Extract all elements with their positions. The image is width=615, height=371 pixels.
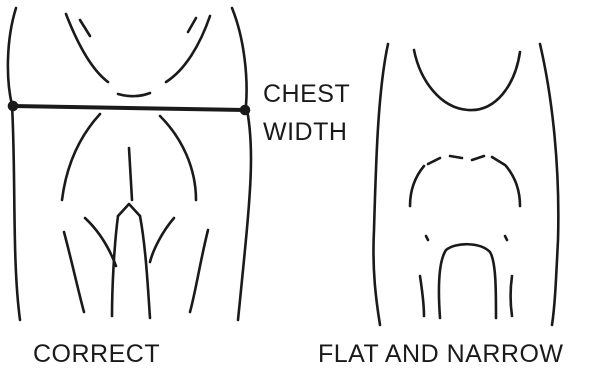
correct-shoulder-tick-left: [80, 20, 90, 36]
correct-chest-left-curve: [62, 114, 100, 200]
correct-right-body-outline: [232, 8, 251, 320]
correct-sternum-line: [129, 148, 132, 200]
flat-right-body-outline: [540, 44, 558, 325]
correct-left-body-outline: [8, 8, 20, 320]
flat-center-arch: [439, 244, 496, 318]
flat-chest-dash-3: [472, 156, 484, 160]
correct-chest-figure: [8, 8, 251, 320]
correct-neck-right: [166, 16, 210, 82]
chest-width-label-line2: WIDTH: [263, 120, 347, 145]
flat-abdomen-right-dot: [505, 236, 507, 240]
flat-chest-left-curve: [410, 166, 424, 206]
flat-chest-dash-4: [492, 157, 505, 165]
flat-right-leg-line: [511, 276, 513, 316]
flat-abdomen-left-dot: [426, 236, 428, 240]
correct-neck-base: [118, 93, 150, 96]
chest-width-measure-line: [13, 106, 245, 110]
correct-caption: CORRECT: [33, 342, 160, 367]
correct-left-leg-inner: [85, 218, 116, 266]
chest-width-right-end: [241, 106, 249, 114]
correct-left-leg-outer: [64, 232, 84, 312]
flat-chest-dash-2: [450, 156, 462, 158]
correct-right-leg-inner: [150, 218, 174, 262]
correct-neck-left: [66, 14, 108, 82]
correct-right-leg-outer: [190, 230, 208, 312]
flat-left-body-outline: [373, 44, 388, 325]
flat-neck-u: [414, 50, 520, 110]
correct-shoulder-tick-right: [188, 18, 196, 32]
flat-and-narrow-caption: FLAT AND NARROW: [318, 342, 564, 367]
flat-and-narrow-chest-figure: [373, 44, 558, 325]
correct-center-v-right: [140, 216, 150, 318]
correct-center-v-top: [118, 204, 140, 216]
correct-chest-right-curve: [160, 116, 196, 200]
flat-chest-right-curve: [506, 166, 520, 206]
chest-width-left-end: [9, 102, 17, 110]
flat-left-leg-line: [420, 276, 424, 316]
chest-width-label-line1: CHEST: [263, 82, 350, 107]
flat-chest-dash-1: [428, 158, 440, 164]
